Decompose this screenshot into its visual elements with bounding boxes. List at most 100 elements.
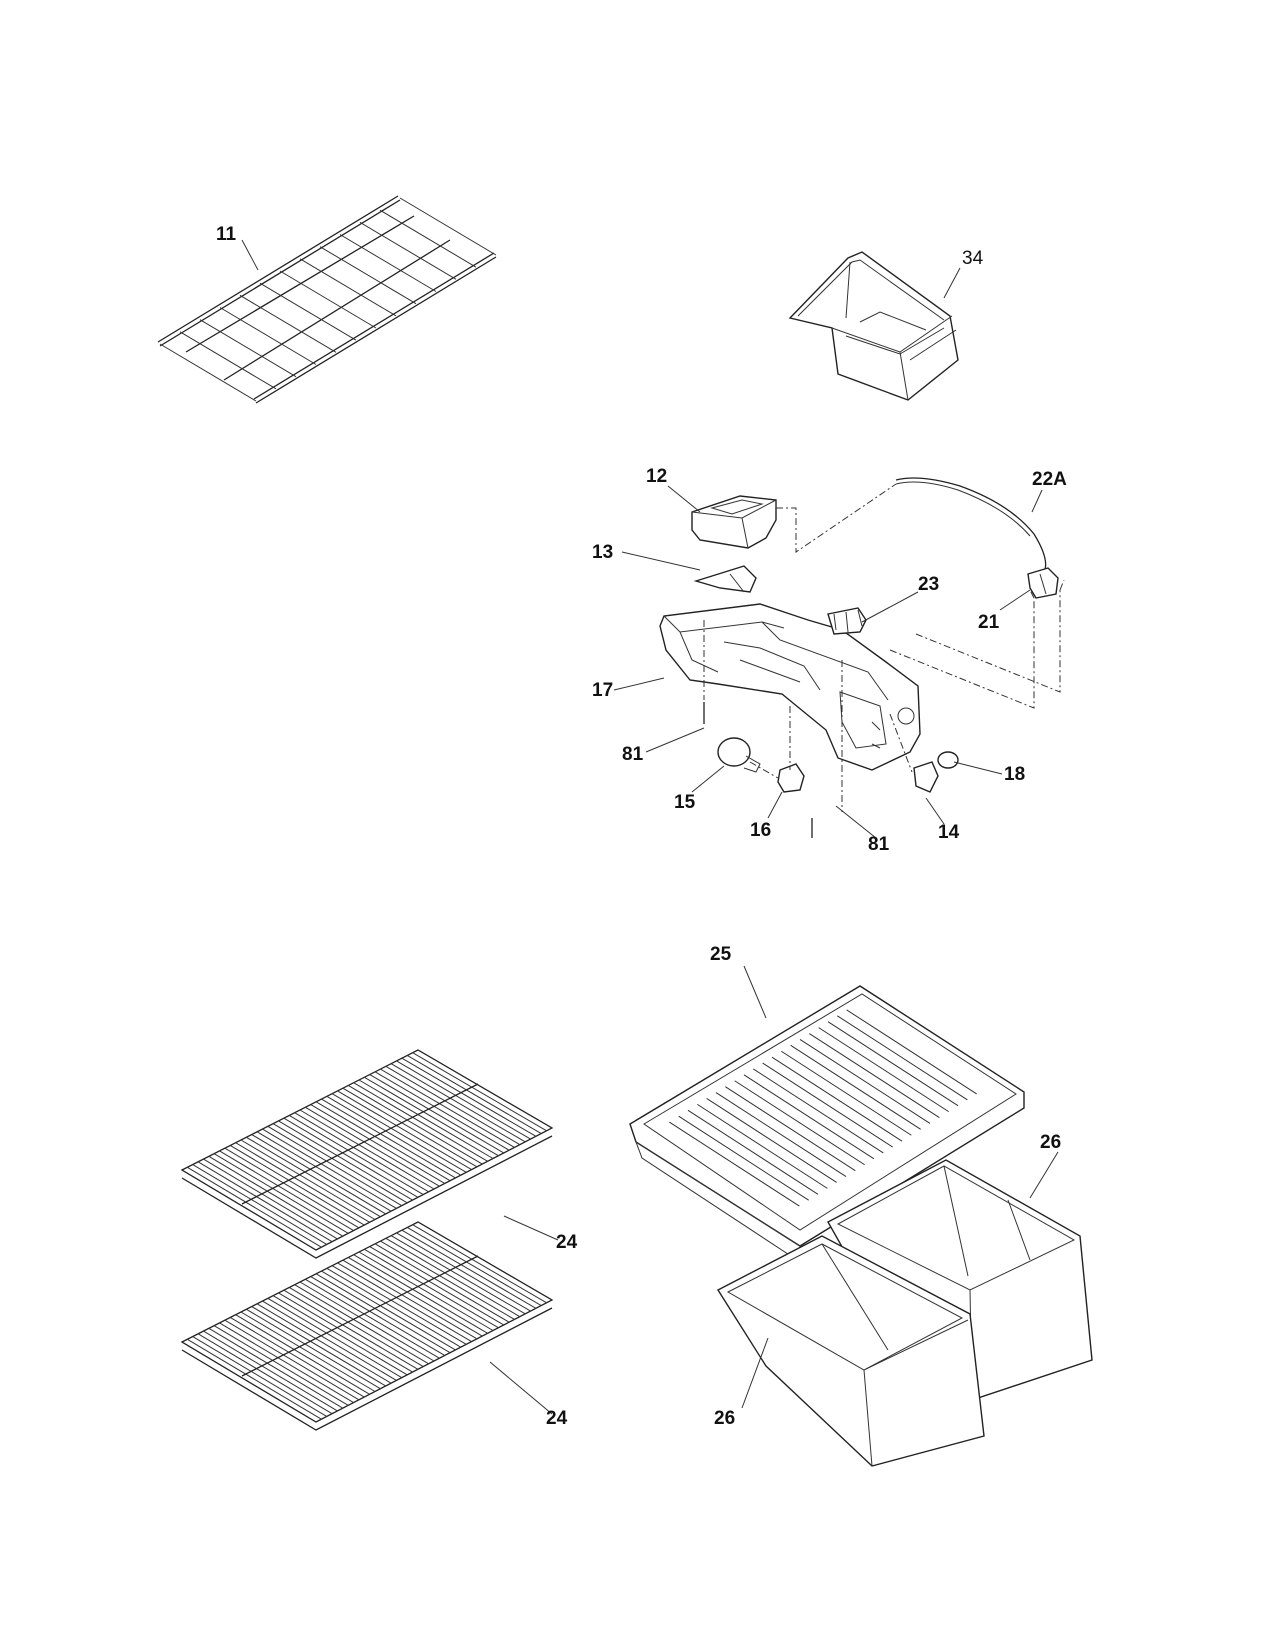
wire-rung [283,1117,419,1198]
callout-labels: 11 34 12 22A 13 23 21 17 81 18 15 16 81 … [216,224,1067,1429]
wire-rung [219,1322,354,1404]
part-26-crisper-drawers [717,1159,1093,1467]
wire-rung [240,1311,376,1392]
wire-rung [348,1257,483,1337]
part-13-lens [693,565,757,593]
wire-rung [213,1153,349,1234]
wire-rung [224,1147,360,1229]
wire-rung [385,1065,521,1146]
callout-34: 34 [962,248,984,269]
callout-81-right: 81 [868,834,890,855]
wire-rung [219,1150,354,1232]
wire-rung [401,1229,537,1309]
wire-rung [272,1295,408,1376]
wire-rung [199,319,297,378]
wire-rung [331,1265,467,1345]
wire-rung [385,1237,521,1318]
wire-rung [781,1050,912,1136]
wire-rung [380,1240,515,1320]
wire-rung [374,1071,510,1151]
wire-rung [246,1308,381,1390]
callout-12: 12 [646,466,667,487]
wire-shelf-frame [180,1049,554,1259]
wire-rung [697,1103,828,1189]
wire-rung [364,1248,499,1329]
wire-rung [305,1278,440,1359]
wire-rung [799,1039,931,1124]
wire-rung [379,209,477,268]
assembly-lines [703,483,1065,812]
wire-rung [315,1273,451,1354]
wire-rung [256,1303,392,1384]
wire-rung [272,1123,408,1204]
wire-rung [364,1076,499,1157]
wire-rung [827,1021,959,1107]
wire-rung [339,234,437,292]
wire-rung [342,1259,478,1340]
wire-rung [239,294,337,353]
wire-rung [390,1235,526,1315]
part-16-socket [777,763,805,793]
wire-rung [753,1068,884,1154]
wire-rung [734,1080,865,1166]
wire-rung [706,1098,837,1183]
wire-rung [678,1115,809,1201]
wire-rung [687,1109,819,1195]
wire-rung [251,1134,386,1215]
wire-rung [208,1155,344,1237]
wire-rung [246,1136,381,1218]
wire-rung [241,1083,479,1205]
wire-rung [197,1161,333,1243]
wire-rung [305,1106,440,1187]
callout-17: 17 [592,680,613,701]
wire-rung [725,1086,856,1172]
wire-rung [294,1284,429,1365]
wire-rung [669,1121,800,1207]
wire-rung [251,1306,386,1387]
wire-rung [310,1104,445,1184]
wire-rung [771,1056,903,1142]
wire-rung [326,1267,462,1348]
wire-rung [342,1087,478,1168]
wire-rung [353,1082,488,1162]
part-21-switch [1027,567,1059,599]
callout-22a: 22A [1032,469,1067,490]
part-11-wire-shelf [157,195,497,404]
wire-rung [294,1112,429,1193]
wire-rung [219,307,317,365]
callout-81-left: 81 [622,744,644,765]
part-22a-tube [895,477,1047,573]
wire-rung [299,258,397,317]
wire-rung [299,1281,435,1362]
wire-rung [790,1044,921,1130]
wire-rung [846,1009,977,1095]
wire-rung [187,1338,322,1420]
wire-rung [321,1098,456,1179]
part-14-switch [913,761,939,793]
wire-rung [715,1092,847,1177]
callout-11: 11 [216,224,237,245]
wire-rung [353,1254,488,1334]
wire-rung [396,1060,531,1140]
wire-rung [762,1062,893,1148]
wire-rung [203,1158,338,1240]
wire-rung [278,1292,413,1373]
wire-rung [358,1079,494,1159]
wire-rung [240,1139,376,1220]
wire-rung [369,1246,504,1326]
wire-rung [358,1251,494,1331]
wire-rung [331,1093,467,1173]
callout-24-lower: 24 [546,1408,568,1429]
wire-rung [283,1289,419,1370]
wire-rung [337,1090,472,1171]
wire-shelf-frame [180,1221,554,1431]
wire-rung [192,1164,327,1245]
part-17-housing [659,603,921,771]
callout-23: 23 [918,574,939,595]
wire-rung [326,1095,462,1176]
part-23-thermostat [827,607,867,635]
wire-rung [235,1314,370,1395]
wire-rung [192,1336,327,1417]
wire-rung [837,1015,968,1101]
wire-rung [348,1085,483,1165]
